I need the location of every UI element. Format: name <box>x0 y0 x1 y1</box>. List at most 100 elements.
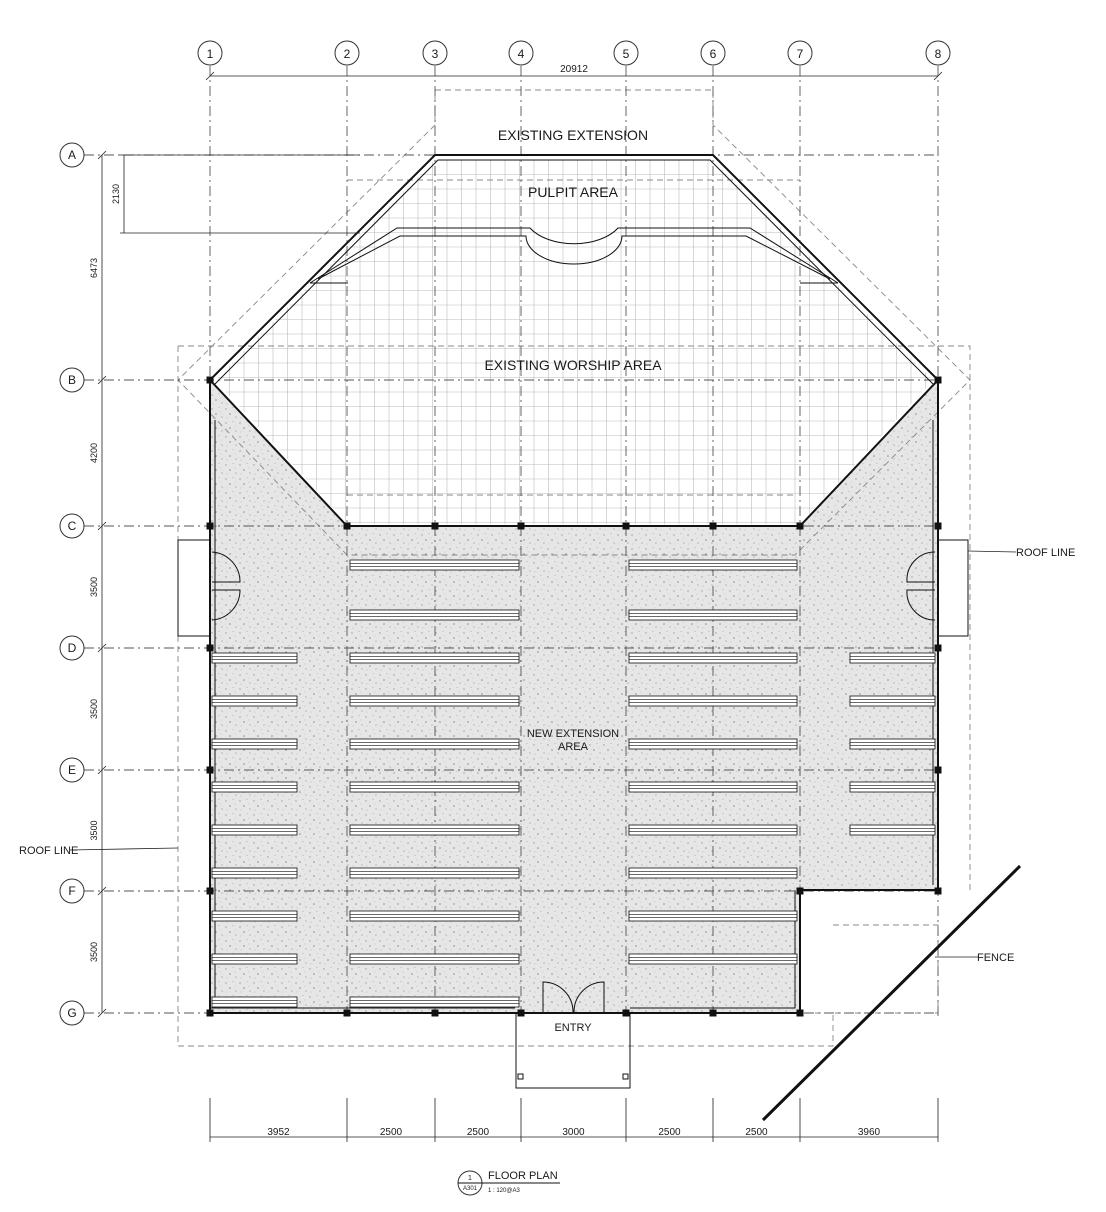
left-dim-1: 4200 <box>89 443 99 463</box>
pulpit-depth-dim: 2130 <box>111 184 121 204</box>
title-scale: 1 : 120@A3 <box>488 1188 520 1194</box>
existing-worship-area-label: EXISTING WORSHIP AREA <box>484 357 662 373</box>
pew <box>349 996 520 1008</box>
pew <box>849 781 936 793</box>
grid-col-label: 2 <box>344 47 351 61</box>
grid-bubble-col-8: 8 <box>925 40 951 66</box>
grid-col-label: 1 <box>207 47 214 61</box>
existing-roof-outline <box>177 89 971 556</box>
title-sheet: A301 <box>463 1186 478 1192</box>
fence-line <box>761 864 1022 1122</box>
overall-width-dim: 20912 <box>560 64 588 75</box>
grid-bubble-col-5: 5 <box>613 40 639 66</box>
grid-row-label: A <box>68 148 76 162</box>
roof-line-right-leader <box>967 550 1017 553</box>
bottom-dim-1: 3952 <box>267 1127 290 1138</box>
pew <box>628 824 798 836</box>
side-door-left <box>177 539 241 637</box>
column-marker <box>206 644 214 652</box>
pew <box>628 559 798 571</box>
grid-bubble-col-6: 6 <box>700 40 726 66</box>
new-extension-label-line2: AREA <box>558 741 589 753</box>
pew <box>211 953 298 965</box>
pew <box>211 867 298 879</box>
column-marker <box>934 522 942 530</box>
column-marker <box>934 766 942 774</box>
existing-building-walls <box>209 154 939 527</box>
fence-label: FENCE <box>977 952 1014 964</box>
pew <box>349 781 520 793</box>
column-marker <box>622 1009 630 1017</box>
title-number: 1 <box>468 1175 472 1182</box>
column-marker <box>206 766 214 774</box>
pew <box>349 824 520 836</box>
pew <box>628 910 798 922</box>
pew <box>849 695 936 707</box>
column-marker <box>206 522 214 530</box>
grid-col-label: 3 <box>432 47 439 61</box>
title-text: FLOOR PLAN <box>488 1170 558 1182</box>
new-extension-walls <box>209 380 939 1014</box>
grid-row-label: C <box>68 519 77 533</box>
pew <box>211 824 298 836</box>
column-marker <box>517 1009 525 1017</box>
roof-line-right-label: ROOF LINE <box>1016 547 1075 559</box>
left-dim-4: 3500 <box>89 820 99 840</box>
column-marker <box>431 1009 439 1017</box>
grid-bubble-col-4: 4 <box>508 40 534 66</box>
column-marker <box>709 522 717 530</box>
pew <box>349 652 520 664</box>
pew <box>349 609 520 621</box>
pew <box>849 652 936 664</box>
pew <box>349 695 520 707</box>
pew <box>628 781 798 793</box>
grid-col-label: 8 <box>935 47 942 61</box>
column-marker <box>343 522 351 530</box>
pew <box>349 910 520 922</box>
pew <box>211 910 298 922</box>
side-door-right <box>906 539 969 637</box>
column-marker <box>934 376 942 384</box>
pew <box>349 867 520 879</box>
pew <box>349 738 520 750</box>
title-block: 1 A301 FLOOR PLAN 1 : 120@A3 <box>457 1170 560 1196</box>
column-marker <box>517 522 525 530</box>
existing-worship-floor-tiles <box>215 160 933 524</box>
pew <box>349 953 520 965</box>
pew <box>628 652 798 664</box>
structural-columns <box>206 376 942 1017</box>
pew <box>211 695 298 707</box>
bottom-dim-7: 3960 <box>858 1127 881 1138</box>
column-marker <box>206 376 214 384</box>
new-extension-floor <box>210 380 938 1013</box>
pew <box>211 781 298 793</box>
column-marker <box>343 1009 351 1017</box>
roof-line-left-label: ROOF LINE <box>19 845 78 857</box>
pew <box>628 867 798 879</box>
column-marker <box>206 1009 214 1017</box>
grid-bubble-row-E: E <box>59 757 85 783</box>
pew <box>628 609 798 621</box>
left-dim-5: 3500 <box>89 942 99 962</box>
grid-bubble-row-G: G <box>59 1000 85 1026</box>
pew <box>211 738 298 750</box>
entry-label: ENTRY <box>554 1022 592 1034</box>
pew <box>849 738 936 750</box>
column-marker <box>796 522 804 530</box>
inner-dashed-outline <box>347 179 800 496</box>
existing-extension-label: EXISTING EXTENSION <box>498 127 648 143</box>
dimension-lines <box>97 71 943 1142</box>
pulpit-area-label: PULPIT AREA <box>528 184 619 200</box>
column-marker <box>709 1009 717 1017</box>
grid-col-label: 4 <box>518 47 525 61</box>
column-marker <box>431 522 439 530</box>
column-marker <box>206 887 214 895</box>
pew <box>211 996 298 1008</box>
bottom-dim-2: 2500 <box>380 1127 403 1138</box>
grid-bubble-row-F: F <box>59 878 85 904</box>
grid-col-label: 7 <box>797 47 804 61</box>
pew <box>849 824 936 836</box>
grid-col-label: 6 <box>710 47 717 61</box>
